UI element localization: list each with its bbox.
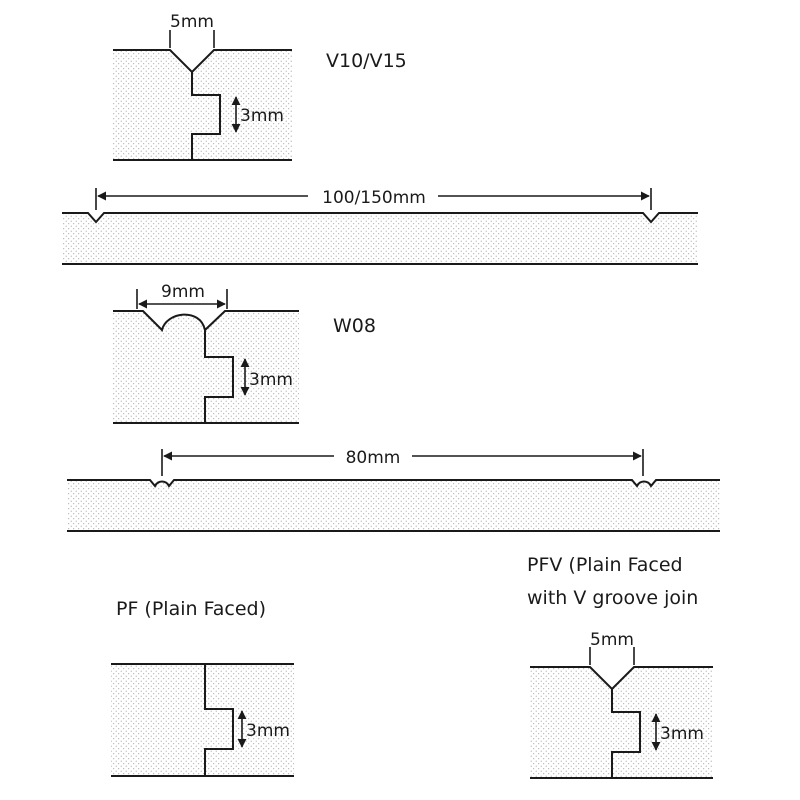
v10-groove-width-label: 5mm <box>170 12 214 32</box>
v10-board-spacing-label: 100/150mm <box>322 188 426 208</box>
w08-stipple <box>113 311 299 423</box>
pfv-detail: PFV (Plain Faced with V groove join 5mm … <box>527 554 713 779</box>
v10-title: V10/V15 <box>326 50 407 72</box>
pf-step-depth-label: 3mm <box>246 721 290 741</box>
v10-board-label-gap <box>308 184 438 206</box>
pfv-groove-width-label: 5mm <box>590 630 634 650</box>
pfv-title-line1: PFV (Plain Faced <box>527 554 683 576</box>
w08-title: W08 <box>333 315 376 337</box>
pfv-stipple <box>530 667 713 778</box>
w08-groove-width-label: 9mm <box>161 282 205 302</box>
pf-joint-line <box>204 664 234 776</box>
w08-board-dim-ticks <box>161 449 644 476</box>
pfv-joint-line <box>611 689 641 778</box>
v10-board-dim-ticks <box>95 188 652 210</box>
w08-board: 80mm <box>67 444 720 532</box>
v10-joint-line <box>191 72 221 160</box>
w08-top-surface <box>113 310 299 332</box>
w08-step-depth-label: 3mm <box>249 370 293 390</box>
v10-groove-dim-ticks <box>169 30 215 48</box>
pf-detail: PF (Plain Faced) 3mm <box>111 598 294 777</box>
v10-board-top-surface <box>62 212 698 224</box>
pfv-step-depth-label: 3mm <box>660 724 704 744</box>
v10-step-depth-label: 3mm <box>240 106 284 126</box>
pfv-groove-dim-ticks <box>589 647 635 665</box>
w08-board-spacing-label: 80mm <box>346 448 401 468</box>
w08-detail: 9mm 3mm W08 <box>113 282 376 424</box>
w08-joint-line <box>204 330 234 423</box>
w08-board-label-gap <box>334 444 412 466</box>
v10-stipple <box>113 50 292 160</box>
pf-title: PF (Plain Faced) <box>116 598 266 620</box>
w08-board-top-surface <box>67 479 720 488</box>
v10-detail: 5mm 3mm V10/V15 <box>113 12 407 161</box>
w08-board-stipple <box>67 480 720 531</box>
pf-stipple <box>111 664 294 776</box>
pfv-title-line2: with V groove join <box>527 587 698 609</box>
v10-board-stipple <box>62 213 698 264</box>
w08-groove-dim-ticks <box>136 289 228 309</box>
v10-board: 100/150mm <box>62 184 698 265</box>
